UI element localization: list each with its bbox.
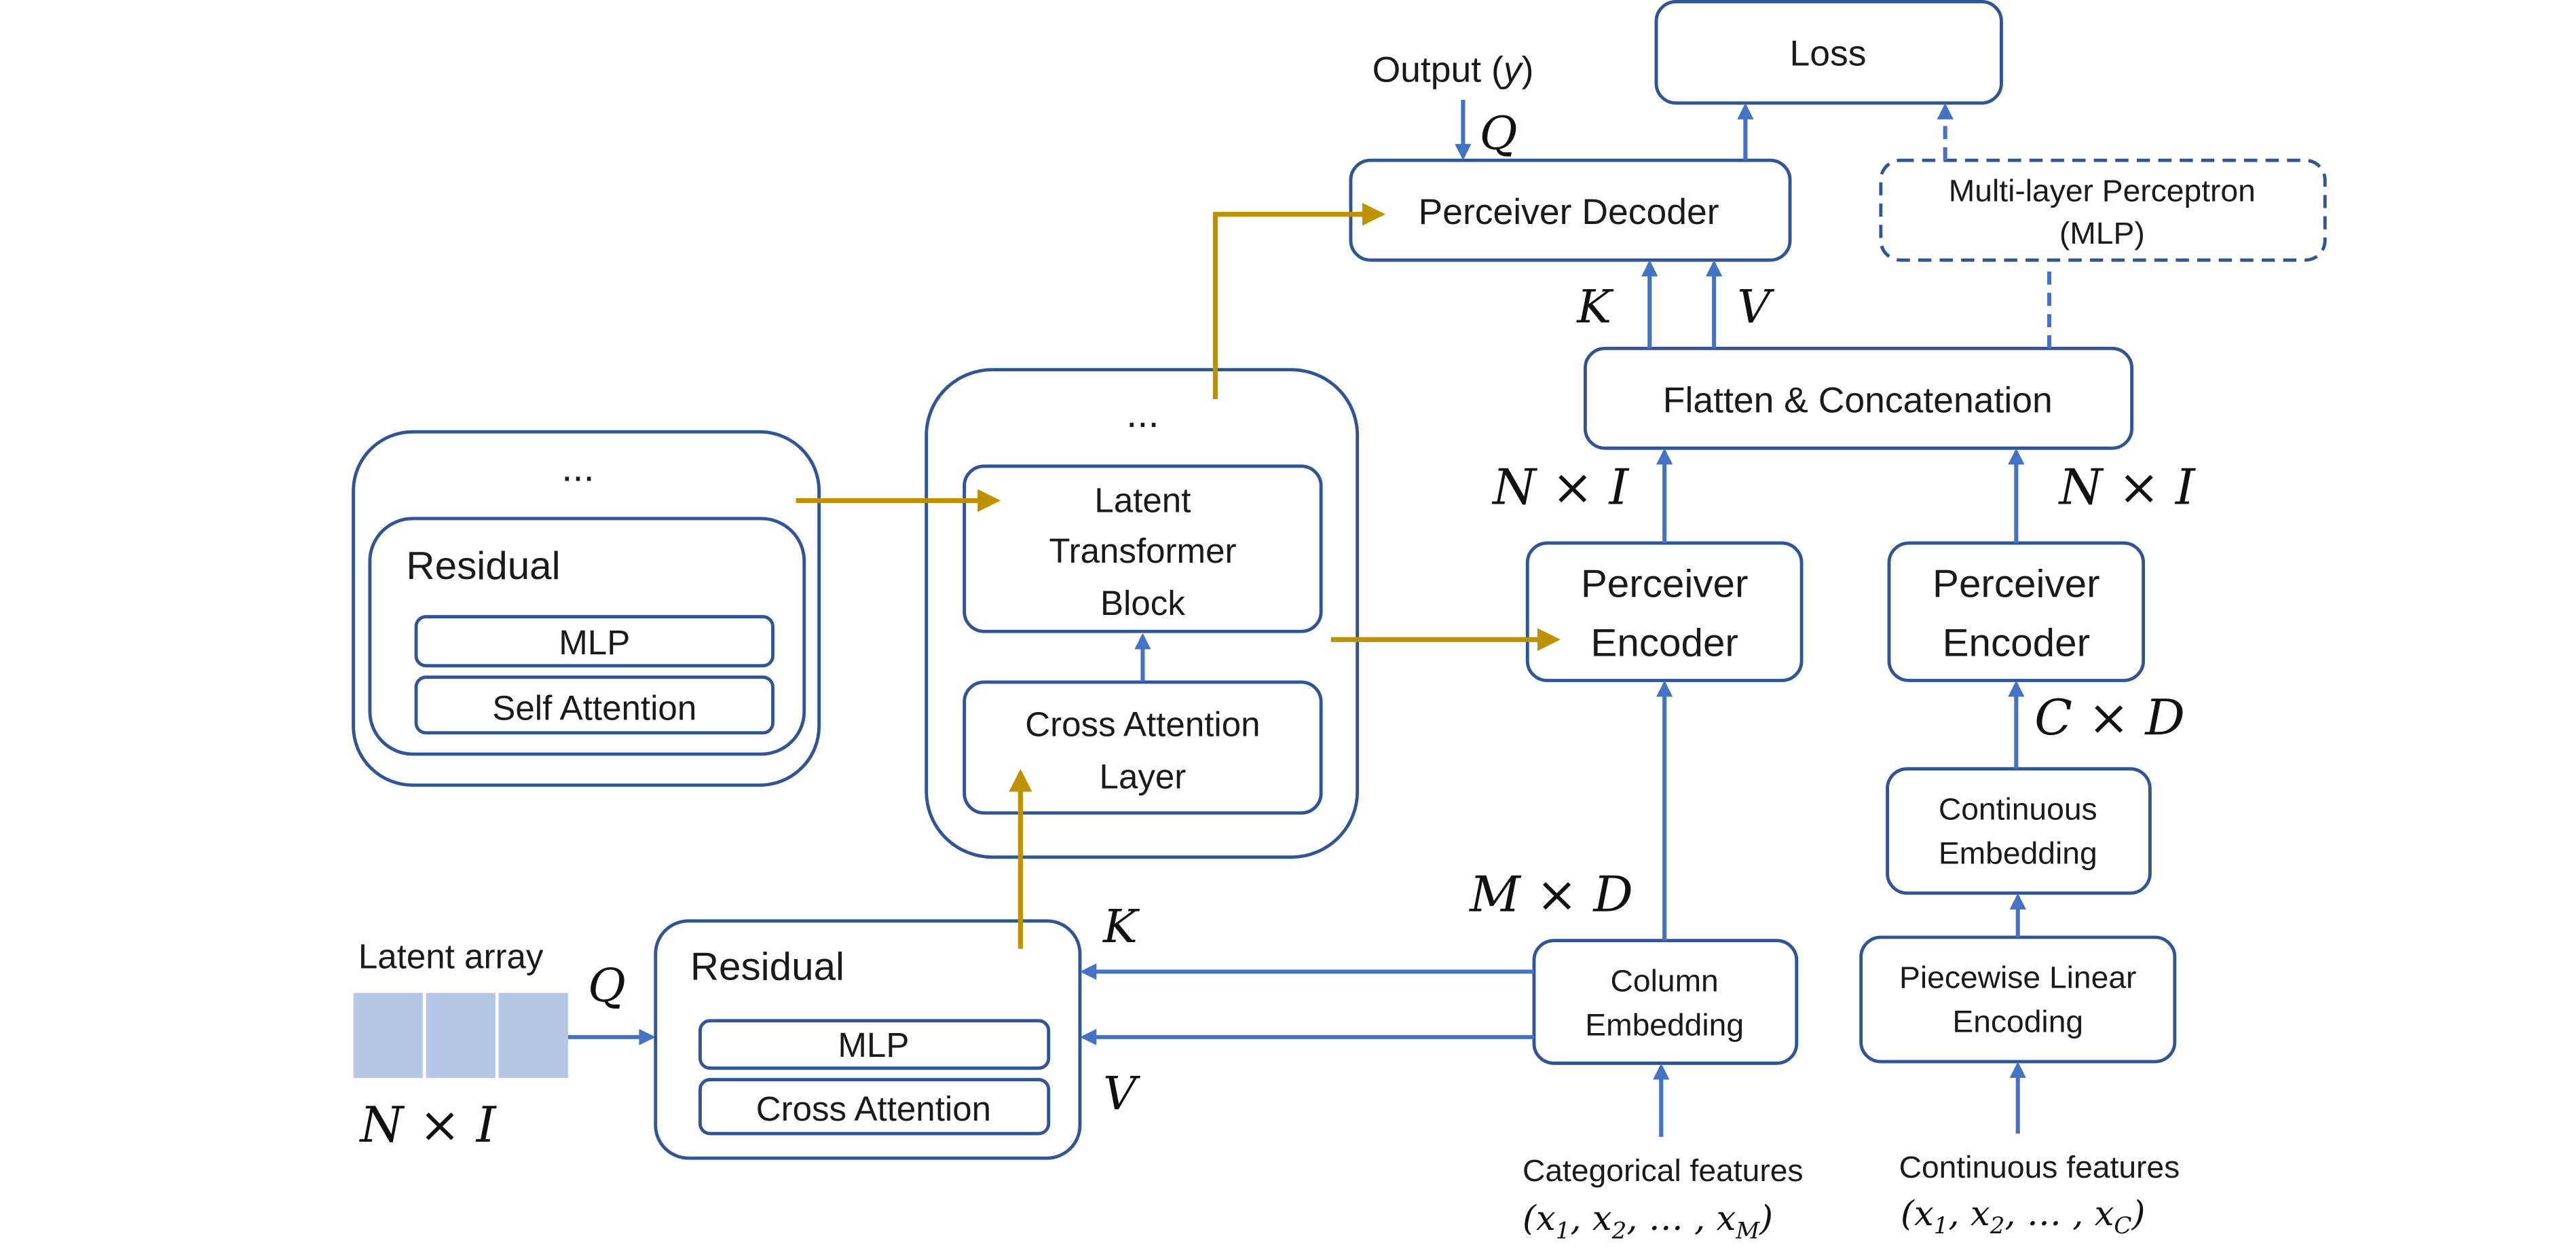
piecewise-line1: Piecewise Linear [1899,960,2136,995]
residual-k-label: K [1102,899,1140,953]
perceiver-encoder-cat-line1: Perceiver [1581,562,1749,606]
column-embedding-box [1532,939,1799,1065]
cat-sep1: , x [1570,1198,1611,1238]
mlp-box-cross [698,1019,1051,1070]
continuous-embedding-dims: C × D [2034,690,2185,747]
continuous-embedding-line1: Continuous [1939,791,2097,827]
mlp-head-line1: Multi-layer Perceptron [1949,173,2256,208]
column-embedding-line2: Embedding [1585,1007,1744,1043]
output-text: Output ( [1373,50,1504,90]
residual-label-self: Residual [406,544,560,588]
mlp-head-line2: (MLP) [2059,215,2145,250]
flatten-concat-box [1583,346,2134,450]
continuous-features-tuple: (x1, x2, … , xC) [1901,1193,2145,1239]
cont-close: ) [2131,1193,2145,1233]
cont-x1: x [1914,1193,1934,1233]
output-label: Output (y) [1373,50,1534,90]
mlp-box-self [414,615,774,668]
cross-attention-box [698,1078,1051,1136]
gold-arrow-latent-to-decoder [1212,202,1386,400]
mlp-head-box [1879,158,2327,262]
residual-v-label: V [1103,1066,1140,1120]
cont-sep1: , x [1948,1193,1990,1233]
latent-tb-line2: Transformer [1049,531,1236,570]
cat-sep2: , … , x [1626,1198,1736,1238]
piecewise-line2: Encoding [1952,1004,2083,1039]
latent-transformer-block [963,464,1323,633]
column-embedding-line1: Column [1611,963,1719,998]
output-var: y [1501,50,1524,90]
latent-cell-1 [353,992,423,1079]
perceiver-encoder-cat-line2: Encoder [1590,621,1738,665]
column-embedding-dims: M × D [1468,867,1633,924]
cross-attn-layer-line1: Cross Attention [1025,705,1260,744]
latent-tb-line1: Latent [1094,481,1191,520]
latent-q-label: Q [588,958,626,1012]
loss-label: Loss [1789,34,1866,74]
perceiver-decoder-label: Perceiver Decoder [1419,192,1719,232]
cross-attn-layer-line2: Layer [1100,758,1187,796]
decoder-v-label: V [1737,280,1774,333]
output-close: ) [1522,50,1534,90]
continuous-features-label: Continuous features [1899,1149,2180,1184]
latent-array-label: Latent array [358,937,544,976]
mlp-label-cross: MLP [838,1026,909,1064]
latent-cell-3 [498,992,568,1079]
cross-attention-label: Cross Attention [756,1089,991,1128]
latent-array [353,992,568,1079]
self-attention-box [414,675,774,735]
mlp-label-self: MLP [559,623,630,662]
perceiver-encoder-cont-line1: Perceiver [1933,562,2100,606]
cat-close: ) [1759,1198,1773,1238]
residual-stack-ellipsis: ... [561,446,595,490]
cont-sub1: 1 [1934,1212,1949,1239]
continuous-embedding-line2: Embedding [1939,836,2097,871]
cat-subM: M [1735,1217,1760,1243]
flatten-concat-label: Flatten & Concatenation [1663,381,2053,421]
perceiver-decoder-box [1349,158,1792,262]
cont-sep2: , … , x [2004,1193,2114,1233]
cat-sub1: 1 [1556,1217,1571,1243]
latent-cell-2 [426,992,496,1079]
latent-tb-line3: Block [1100,584,1185,622]
residual-label-cross: Residual [690,945,844,989]
latent-stack-ellipsis: ... [1126,392,1159,436]
self-attention-label: Self Attention [492,689,696,728]
cont-subC: C [2114,1212,2131,1239]
continuous-embedding-box [1886,767,2152,895]
loss-box [1654,0,2003,105]
piecewise-linear-encoding-box [1859,935,2177,1064]
latent-array-dims: N × I [358,1097,497,1154]
decoder-k-label: K [1575,280,1613,333]
cat-x1: x [1536,1198,1556,1238]
cont-sub2: 2 [1990,1212,2005,1239]
decoder-q-label: Q [1480,107,1518,160]
categorical-features-label: Categorical features [1523,1153,1804,1188]
encoder-cat-dims: N × I [1491,460,1630,517]
encoder-cont-dims: N × I [2058,460,2197,517]
categorical-features-tuple: (x1, x2, … , xM) [1523,1198,1773,1243]
perceiver-encoder-cont-line2: Encoder [1943,621,2090,665]
cat-sub2: 2 [1611,1217,1627,1243]
